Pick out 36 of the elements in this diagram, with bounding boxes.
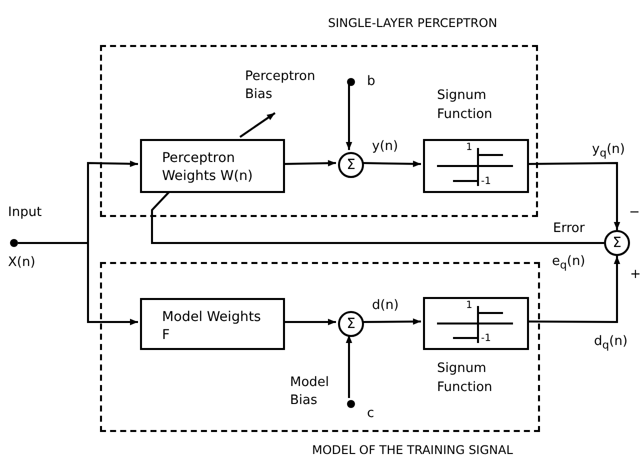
summing-junction: Σ [338, 311, 364, 337]
sign-label: − [629, 205, 640, 221]
summing-junction: Σ [604, 230, 630, 256]
block-label: Perceptron Weights W(n) [162, 149, 254, 185]
tick-label: 1 [466, 142, 472, 154]
arrow [362, 318, 422, 325]
group-title: MODEL OF THE TRAINING SIGNAL [312, 442, 513, 458]
tick-label: -1 [481, 333, 491, 345]
signal-label: d(n) [372, 298, 399, 314]
tick-label: -1 [481, 176, 491, 188]
bias-symbol: c [367, 406, 374, 422]
signal-label: y(n) [372, 139, 398, 155]
annotation: Model Bias [290, 374, 330, 410]
arrow [18, 242, 138, 326]
arrow [346, 84, 352, 150]
weights-block [140, 139, 285, 193]
block-label: Model Weights F [162, 308, 262, 344]
annotation: Error [553, 221, 585, 237]
arrow [346, 335, 352, 398]
summing-junction: Σ [338, 152, 364, 178]
arrow [362, 160, 422, 168]
input-label: Input [8, 205, 42, 221]
arrow [283, 318, 336, 326]
weights-block [140, 298, 285, 350]
signal-label: y$_{q}$(n) [592, 142, 625, 162]
signal-label: d$_{q}$(n) [594, 334, 628, 354]
arrow [527, 256, 620, 323]
group-title: SINGLE-LAYER PERCEPTRON [328, 15, 498, 31]
annotation: Perceptron Bias [245, 68, 316, 104]
block-caption: Signum Function [437, 360, 494, 397]
tick-label: 1 [466, 300, 472, 312]
sign-label: + [630, 267, 641, 283]
annotation: e$_{q}$(n) [552, 254, 586, 274]
bias-symbol: b [367, 74, 376, 90]
input-label: X(n) [8, 255, 36, 271]
block-caption: Signum Function [437, 87, 494, 124]
